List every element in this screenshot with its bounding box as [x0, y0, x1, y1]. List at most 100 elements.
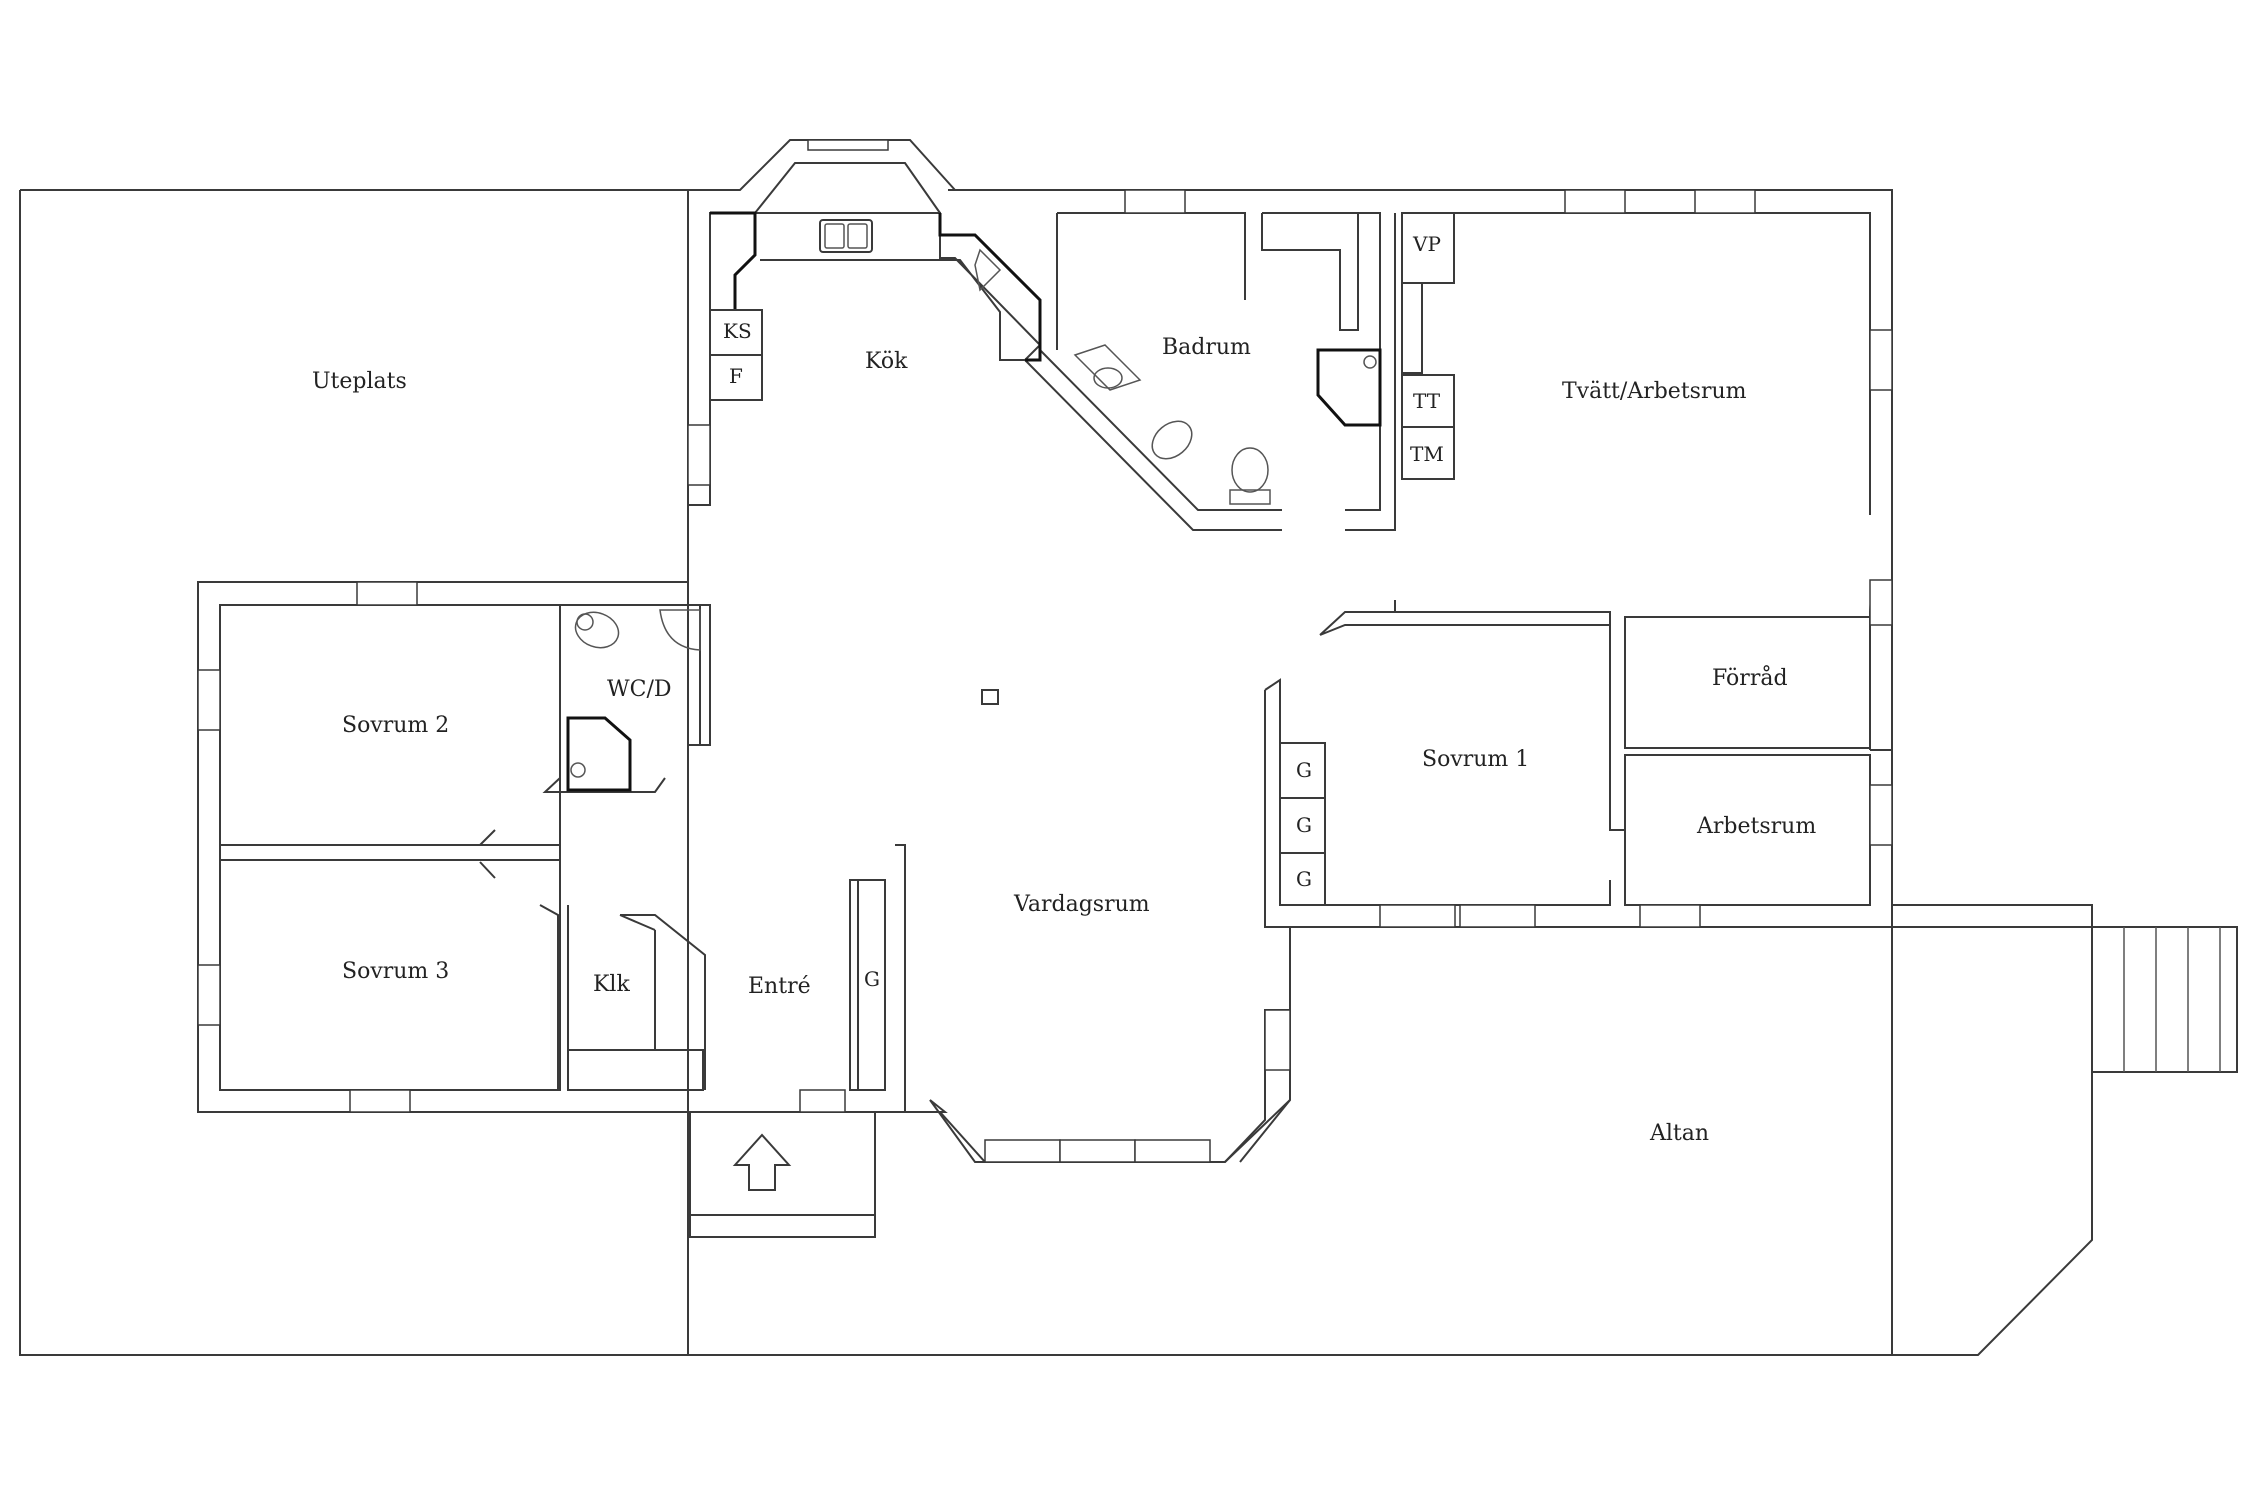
vardagsrum-window-2	[1059, 1139, 1136, 1163]
room-tvatt: Tvätt/Arbetsrum	[1562, 379, 1747, 404]
wall-top-kitchen-left-inner	[710, 162, 941, 214]
room-entre: Entré	[748, 974, 811, 999]
f-label: F	[729, 364, 743, 388]
room-kok: Kök	[865, 349, 908, 374]
kitchen-counter-top-dark	[938, 213, 1042, 362]
bath-wall-right2	[1345, 213, 1396, 531]
stove	[974, 248, 1002, 292]
room-sovrum2: Sovrum 2	[342, 713, 449, 738]
plot-outline-top-right	[948, 189, 1893, 905]
forrad-walls	[1624, 616, 1871, 749]
wardrobe-g1-label: G	[1296, 758, 1312, 782]
house-outer-wall	[197, 190, 2093, 1163]
room-wcd: WC/D	[607, 677, 672, 702]
room-badrum: Badrum	[1162, 335, 1251, 360]
arbetsrum-right-window	[1869, 784, 1893, 846]
arbetsrum-walls	[1624, 754, 1871, 906]
klk-walls	[539, 904, 706, 1090]
wcd-toilet-bowl	[576, 613, 594, 631]
pillar	[981, 689, 999, 705]
room-altan: Altan	[1649, 1121, 1709, 1146]
left-wing-inner	[219, 604, 561, 1091]
tvatt-right-window	[1869, 329, 1893, 391]
sovrum1-window-2	[1459, 904, 1536, 928]
bath-top-window	[1124, 189, 1186, 214]
kitchen-sink	[819, 219, 873, 253]
vp-column	[1401, 212, 1455, 284]
bath-wall-right	[1345, 213, 1381, 511]
sovrum1-walls	[1264, 678, 1611, 906]
top-right-inner-wall	[1057, 212, 1871, 515]
kitchen-counter-corner-dark	[710, 211, 757, 310]
wcd-shower	[566, 716, 632, 792]
bath-sink	[1073, 344, 1142, 391]
room-uteplats: Uteplats	[312, 369, 407, 394]
f-box	[709, 354, 763, 401]
sovrum1-inner	[1264, 690, 1290, 928]
room-vardagsrum: Vardagsrum	[1013, 892, 1150, 917]
vardagsrum-bay	[905, 1009, 1291, 1163]
entry-step	[689, 1111, 876, 1238]
altan-stair-lines	[2123, 927, 2221, 1072]
kitchen-sink-bowl-2	[847, 223, 868, 249]
sovrum2-left-window	[197, 669, 221, 731]
sovrum3-left-window	[197, 964, 221, 1026]
bath-toilet	[1231, 447, 1269, 493]
bath-divider	[1261, 213, 1359, 331]
vardagsrum-window-1	[984, 1139, 1061, 1163]
arbetsrum-window	[1639, 904, 1701, 928]
wall-top-kitchen-left	[688, 139, 956, 191]
entre-window	[799, 1089, 846, 1113]
tm-box	[1401, 426, 1455, 480]
tvatt-top-window-2	[1694, 189, 1756, 214]
bath-shower	[1316, 348, 1382, 427]
room-forrad: Förråd	[1712, 664, 1788, 691]
bath-shower-drain	[1363, 355, 1377, 369]
wcd-wall-right	[699, 604, 711, 746]
forrad-right-window	[1869, 579, 1893, 626]
plot-outline	[20, 189, 2093, 1356]
bath-toilet-tank	[1229, 489, 1271, 505]
wardrobe-g3	[1279, 852, 1326, 906]
vardagsrum-right-window	[1264, 1009, 1291, 1071]
ks-label: KS	[723, 319, 752, 343]
vp-cabinet	[1401, 282, 1423, 374]
entry-arrow-icon	[732, 1133, 792, 1191]
room-klk: Klk	[593, 972, 630, 997]
vp-label: VP	[1412, 232, 1441, 256]
sovrum2-door	[479, 829, 496, 879]
kitchen-counter-top	[755, 212, 1042, 361]
room-sovrum1: Sovrum 1	[1422, 747, 1529, 772]
tt-label: TT	[1413, 389, 1441, 413]
bidet	[1151, 420, 1193, 460]
entre-wardrobe	[849, 879, 886, 1091]
kitchen-sink-bowl-1	[824, 223, 845, 249]
bath-sink-bowl	[1093, 367, 1123, 389]
entre-wardrobe-label: G	[864, 967, 880, 991]
klk-closet	[567, 1049, 704, 1091]
entre-wardrobe-wall	[857, 844, 906, 1112]
sovrum1-top-wall	[1319, 579, 1893, 905]
tvatt-top-window-1	[1564, 189, 1626, 214]
plot-outline-left	[19, 190, 690, 1356]
kitchen-bay-window	[807, 139, 889, 151]
wardrobe-g2-label: G	[1296, 813, 1312, 837]
bath-wall-diag	[1039, 349, 1282, 511]
tm-label: TM	[1410, 442, 1444, 466]
bath-wall-diag-outer	[1024, 359, 1282, 531]
sovrum3-bottom-window	[349, 1089, 411, 1113]
entry-step-edge	[689, 1214, 876, 1238]
sovrum1-window-1	[1379, 904, 1456, 928]
wcd-shower-corner	[659, 609, 701, 651]
kitchen-left-window	[687, 424, 711, 486]
wcd-shower-drain	[570, 762, 586, 778]
vardagsrum-window-3	[1134, 1139, 1211, 1163]
forrad-left-wall	[1609, 625, 1625, 831]
room-sovrum3: Sovrum 3	[342, 959, 449, 984]
sovrum2-top-window	[356, 581, 418, 606]
klk-inner	[619, 914, 656, 1050]
wcd-toilet	[574, 611, 620, 649]
altan-stairs	[2091, 926, 2238, 1073]
wardrobe-g3-label: G	[1296, 867, 1312, 891]
